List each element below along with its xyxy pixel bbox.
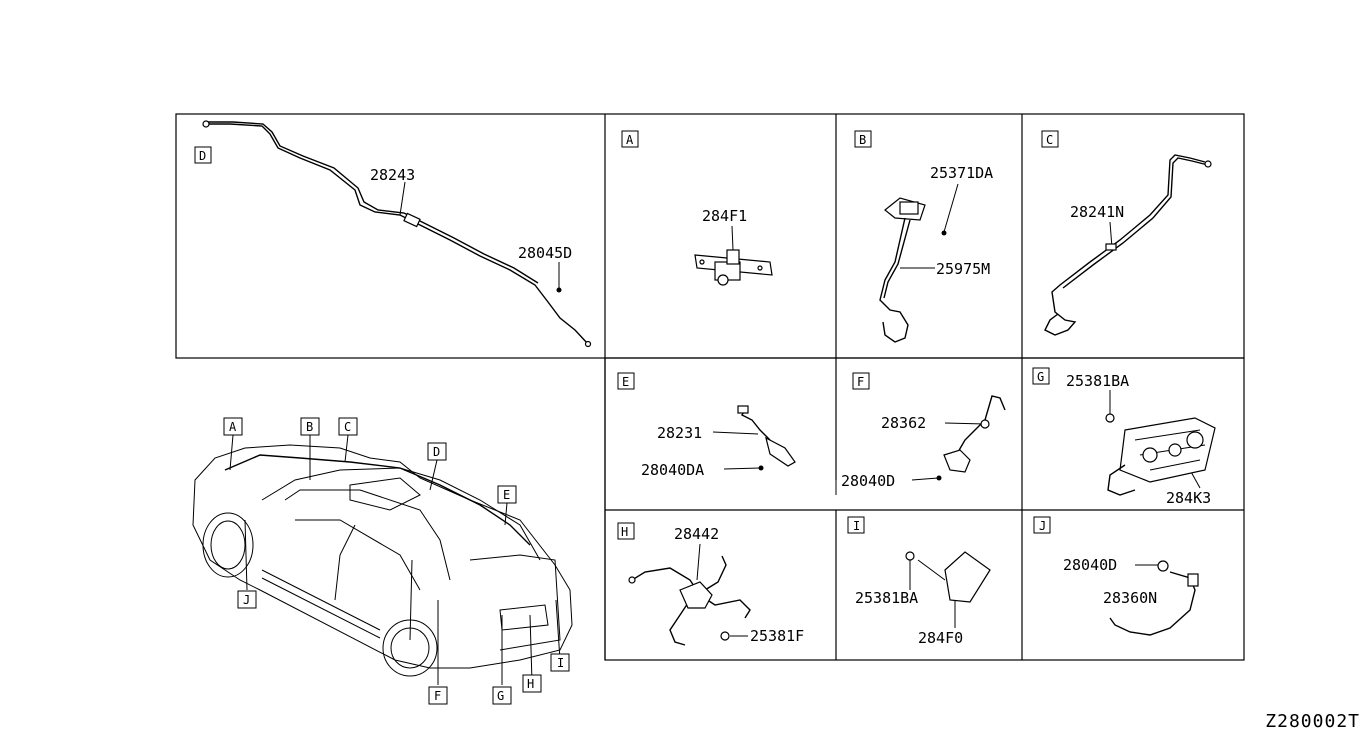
part-284f1-drawing bbox=[694, 249, 773, 286]
panel-frames bbox=[175, 113, 1245, 661]
svg-text:J: J bbox=[1039, 519, 1046, 533]
antenna-feeder-cable bbox=[205, 123, 589, 345]
panel-d: D 28243 28045D bbox=[194, 120, 592, 348]
svg-text:I: I bbox=[853, 519, 860, 533]
diagram-code: Z280002T bbox=[1265, 711, 1360, 732]
svg-text:I: I bbox=[557, 656, 564, 670]
panel-letter-g: G bbox=[1032, 367, 1050, 385]
svg-text:D: D bbox=[433, 445, 440, 459]
svg-text:C: C bbox=[1046, 133, 1053, 147]
svg-text:D: D bbox=[199, 149, 206, 163]
svg-text:J: J bbox=[243, 593, 250, 607]
panel-j: J 28040D 28360N bbox=[1033, 516, 1199, 636]
part-code-28360n: 28360N bbox=[1103, 589, 1157, 607]
panel-letter-c: C bbox=[1041, 130, 1059, 148]
part-code-28362: 28362 bbox=[881, 414, 926, 432]
panel-letter-h: H bbox=[617, 522, 635, 540]
part-code-28040d: 28040D bbox=[841, 472, 895, 490]
panel-h: H 28442 25381F bbox=[617, 522, 804, 646]
car-callout-d: D bbox=[427, 442, 447, 461]
part-code-284f1: 284F1 bbox=[702, 207, 747, 225]
panel-letter-j: J bbox=[1033, 516, 1051, 534]
panel-e: E 28231 28040DA bbox=[617, 372, 796, 479]
svg-text:H: H bbox=[527, 677, 534, 691]
svg-text:A: A bbox=[626, 133, 634, 147]
part-code-28241n: 28241N bbox=[1070, 203, 1124, 221]
panel-b: B 25371DA 25975M bbox=[854, 130, 993, 343]
part-code-284f0: 284F0 bbox=[918, 629, 963, 647]
svg-text:F: F bbox=[857, 375, 864, 389]
part-code-28040da: 28040DA bbox=[641, 461, 704, 479]
panel-letter-i: I bbox=[847, 516, 865, 534]
car-callout-f: F bbox=[428, 686, 448, 705]
panel-letter-e: E bbox=[617, 372, 635, 390]
vehicle-overview-drawing bbox=[192, 434, 573, 685]
part-code-25381ba: 25381BA bbox=[1066, 372, 1129, 390]
part-code-28231: 28231 bbox=[657, 424, 702, 442]
part-284k3-drawing bbox=[1107, 417, 1216, 496]
car-callout-h: H bbox=[522, 674, 542, 693]
car-callout-g: G bbox=[492, 686, 512, 705]
panel-letter-a: A bbox=[621, 130, 639, 148]
panel-g: G 25381BA 284K3 bbox=[1032, 367, 1216, 507]
panel-a: A 284F1 bbox=[621, 130, 773, 286]
part-code-25381ba-i: 25381BA bbox=[855, 589, 918, 607]
car-callout-b: B bbox=[300, 417, 320, 436]
part-code-28040d-j: 28040D bbox=[1063, 556, 1117, 574]
svg-text:E: E bbox=[503, 488, 510, 502]
svg-text:A: A bbox=[229, 420, 237, 434]
panel-c: C 28241N bbox=[1041, 130, 1212, 336]
car-callout-c: C bbox=[338, 417, 358, 436]
svg-text:G: G bbox=[1037, 370, 1044, 384]
svg-text:E: E bbox=[622, 375, 629, 389]
car-callout-e: E bbox=[497, 485, 517, 504]
car-callout-i: I bbox=[550, 653, 570, 672]
panel-i: I 25381BA 284F0 bbox=[847, 516, 991, 647]
part-code-25975m: 25975M bbox=[936, 260, 990, 278]
part-code-25371da: 25371DA bbox=[930, 164, 993, 182]
panel-letter-d: D bbox=[194, 146, 212, 164]
part-code-25381f: 25381F bbox=[750, 627, 804, 645]
panel-f: F 28362 28040D bbox=[835, 372, 1006, 495]
svg-text:G: G bbox=[497, 689, 504, 703]
panel-letter-f: F bbox=[852, 372, 870, 390]
svg-text:F: F bbox=[434, 689, 441, 703]
part-code-28243: 28243 bbox=[370, 166, 415, 184]
part-code-284k3: 284K3 bbox=[1166, 489, 1211, 507]
svg-text:B: B bbox=[859, 133, 866, 147]
part-code-28442: 28442 bbox=[674, 525, 719, 543]
car-callout-a: A bbox=[223, 417, 243, 436]
panel-letter-b: B bbox=[854, 130, 872, 148]
car-callout-j: J bbox=[237, 590, 257, 609]
svg-text:H: H bbox=[621, 525, 628, 539]
part-code-28045d: 28045D bbox=[518, 244, 572, 262]
svg-text:C: C bbox=[344, 420, 351, 434]
svg-text:B: B bbox=[306, 420, 313, 434]
